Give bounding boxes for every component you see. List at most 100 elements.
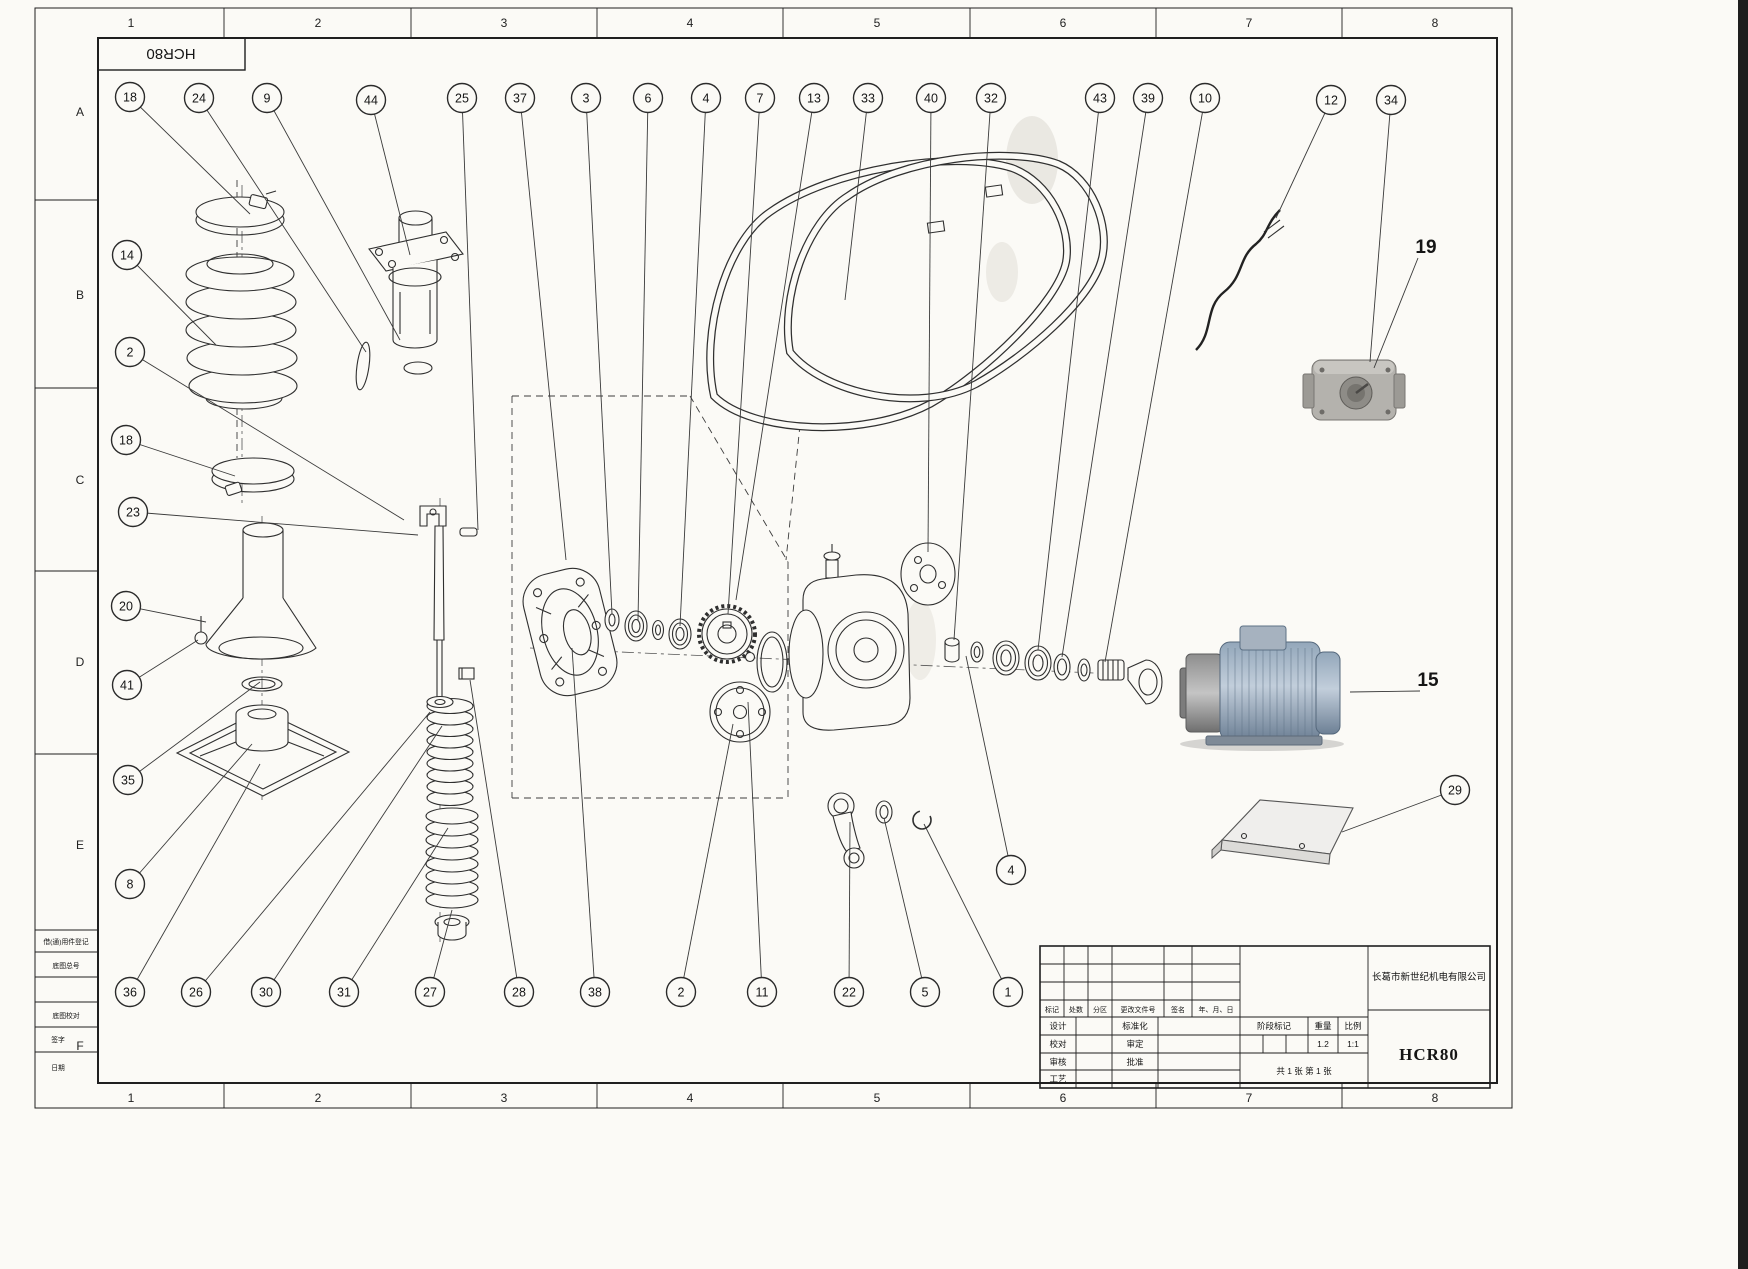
balloon-8 [114,868,146,900]
balloon-14 [111,239,143,271]
part-oring-large [756,631,788,693]
part-washers-bearings-left [604,608,692,650]
construction-lines [236,180,1163,942]
leader-line [965,655,1012,871]
svg-text:D: D [76,655,85,669]
svg-text:8: 8 [1432,1091,1439,1105]
part-clamp-upper [195,190,285,236]
svg-text:41: 41 [120,679,134,693]
svg-text:31: 31 [337,986,351,1000]
svg-text:10: 10 [1198,92,1212,106]
svg-text:38: 38 [588,986,602,1000]
weight-value: 1.2 [1317,1039,1329,1049]
svg-text:29: 29 [1448,784,1462,798]
svg-text:13: 13 [807,92,821,106]
svg-text:B: B [76,288,84,302]
scale-value: 1:1 [1347,1039,1359,1049]
svg-text:4: 4 [687,1091,694,1105]
leader-line [1061,97,1149,658]
svg-text:12: 12 [1324,94,1338,108]
balloon-2 [665,976,697,1008]
part-gear [697,604,757,664]
leader-line [129,351,405,521]
leader-line [127,681,261,781]
svg-text:C: C [76,473,85,487]
leader-line [571,647,596,993]
balloon-1 [992,976,1024,1008]
balloon-43 [1084,82,1116,114]
svg-text:20: 20 [119,600,133,614]
svg-text:7: 7 [757,92,764,106]
leader-line [370,99,411,256]
leader-line [844,97,869,301]
check-label: 校对 [1049,1039,1067,1049]
part-bellows [185,253,298,410]
leader-line [1341,789,1456,833]
svg-text:15: 15 [1417,670,1439,691]
leader-line [680,723,734,993]
svg-text:6: 6 [645,92,652,106]
svg-text:6: 6 [1060,1091,1067,1105]
balloon-12 [1315,84,1347,116]
leader-line [747,701,763,993]
leader-line [679,97,707,627]
balloon-13 [798,82,830,114]
svg-text:8: 8 [127,878,134,892]
balloon-10 [1189,82,1221,114]
svg-text:1: 1 [1005,986,1012,1000]
svg-text:39: 39 [1141,92,1155,106]
part-cover-plate [900,542,956,606]
left-table-row: 底图总号 [52,961,79,970]
rev-header-count: 处数 [1069,1005,1083,1014]
svg-text:4: 4 [703,92,710,106]
rev-header-date: 年、月、日 [1199,1005,1234,1014]
balloon-40 [915,82,947,114]
balloon-4 [690,82,722,114]
scan-artifacts [904,0,1748,1269]
balloon-28 [503,976,535,1008]
scale-label: 比例 [1344,1021,1361,1031]
leader-line [848,821,851,993]
balloon-36 [114,976,146,1008]
stage-mark-label: 阶段标记 [1257,1021,1292,1031]
part-oil-pump [368,210,464,375]
svg-text:3: 3 [501,1091,508,1105]
leader-line [923,823,1009,993]
svg-text:43: 43 [1093,92,1107,106]
part-clutch-photo [1302,359,1406,421]
left-table-row: 底图校对 [52,1011,79,1020]
balloon-20 [110,590,142,622]
svg-text:36: 36 [123,986,137,1000]
part-gasket-strip [355,341,371,391]
balloon-5 [909,976,941,1008]
part-circlip [912,810,932,830]
verify-label: 审定 [1126,1039,1144,1049]
balloon-23 [117,496,149,528]
svg-text:25: 25 [455,92,469,106]
svg-text:6: 6 [1060,16,1067,30]
balloon-35 [112,764,144,796]
standardization-label: 标准化 [1122,1021,1148,1031]
sheet-frame: HCR80 [34,7,1513,1109]
rev-header-zone: 分区 [1093,1005,1107,1014]
part-connecting-rod [827,792,865,869]
leader-line [129,743,253,885]
leader-line [461,97,479,531]
svg-text:19: 19 [1415,237,1436,258]
svg-text:2: 2 [315,16,322,30]
balloon-25 [446,82,478,114]
leader-line [1369,99,1392,363]
leader-line [1275,99,1332,219]
weight-label: 重量 [1314,1021,1332,1031]
svg-text:4: 4 [1008,864,1015,878]
process-label: 工艺 [1049,1074,1066,1084]
balloon-3 [570,82,602,114]
svg-text:1: 1 [128,1091,135,1105]
svg-text:28: 28 [512,986,526,1000]
leader-line [125,439,236,477]
balloon-37 [504,82,536,114]
svg-text:5: 5 [874,16,881,30]
